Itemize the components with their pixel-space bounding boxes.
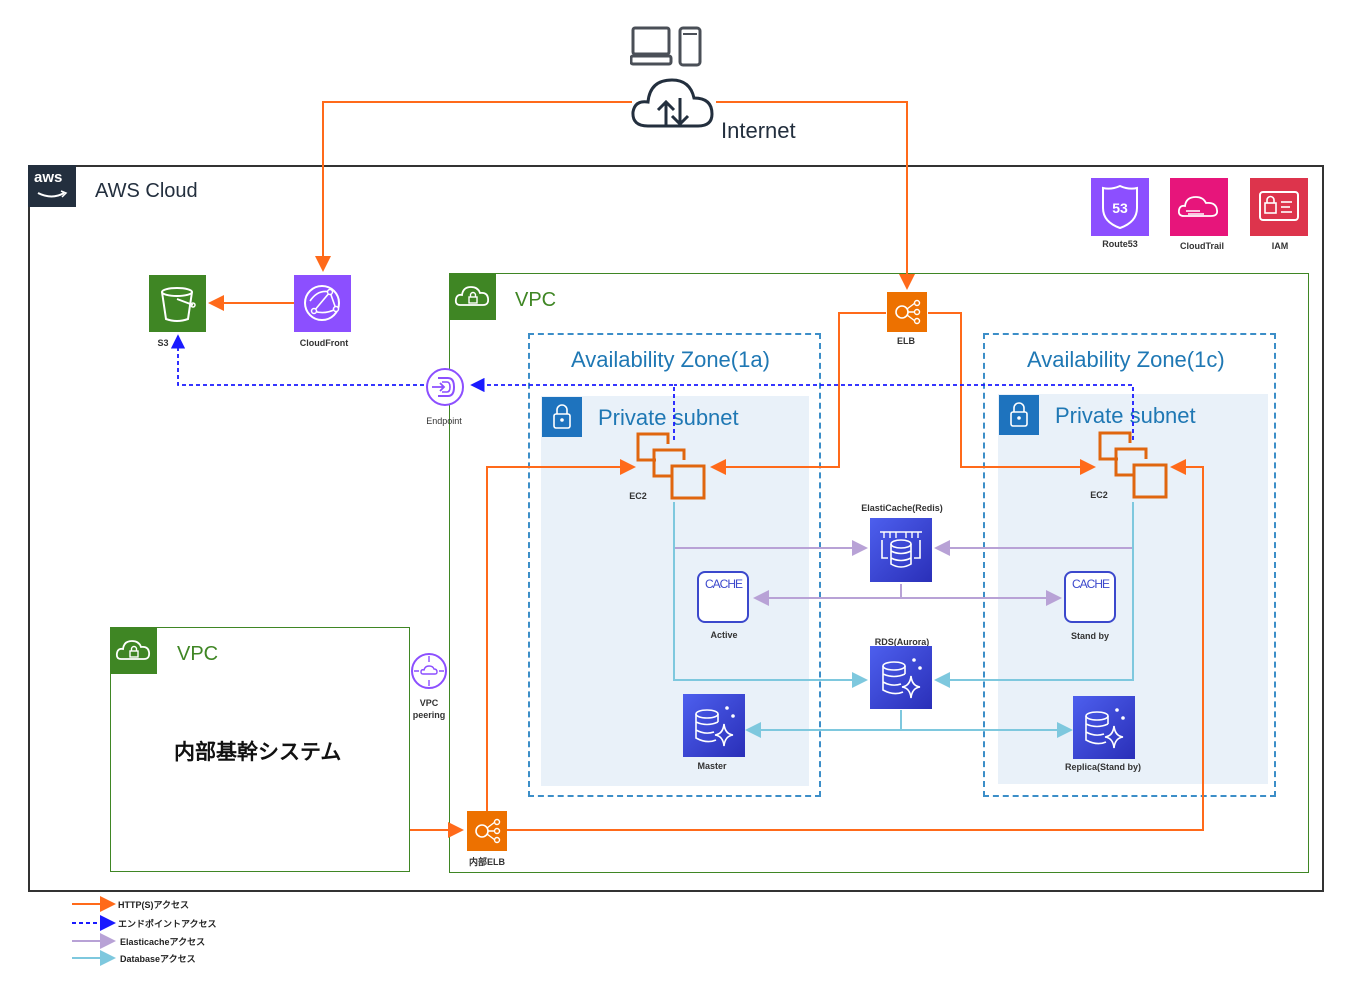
load-balancer-icon (475, 818, 501, 844)
cloudtrail-icon (1177, 196, 1219, 217)
legend-endpoint: エンドポイントアクセス (118, 919, 217, 929)
load-balancer-icon (895, 299, 921, 325)
internal-elb-label: 内部ELB (468, 857, 506, 867)
elasticache-label: ElastiCache(Redis) (861, 503, 943, 513)
aws-cloud-group (28, 165, 1324, 892)
aurora-icon (1085, 708, 1125, 749)
vpc-main-title: VPC (515, 289, 557, 311)
ec2-instances-1c-icon[interactable] (1098, 431, 1172, 501)
elb-label: ELB (897, 336, 915, 346)
subnet-1a-title: Private subnet (598, 405, 739, 430)
iam-service[interactable] (1250, 178, 1308, 236)
ec2-instances-1a-icon[interactable] (636, 432, 710, 502)
vpc-peering-label-line1: VPC (419, 698, 439, 708)
cache-text: CACHE (1072, 577, 1110, 591)
ec2-1a-label: EC2 (629, 491, 647, 501)
vpc-internal-group (110, 627, 410, 872)
vpc-internal-tag (111, 628, 157, 674)
s3-service[interactable] (149, 275, 206, 332)
aurora-icon (882, 658, 922, 699)
rds-master-label: Master (697, 761, 727, 771)
ec2-1c-label: EC2 (1090, 490, 1108, 500)
cache-active-label: Active (710, 630, 738, 640)
route53-label: Route53 (1102, 239, 1138, 249)
elasticache-icon (880, 531, 922, 568)
vpc-cloud-lock-icon (115, 640, 151, 660)
az-1c-title: Availability Zone(1c) (1027, 347, 1225, 372)
cache-node-active[interactable]: CACHE (697, 571, 749, 623)
rds-aurora-service[interactable] (870, 646, 932, 709)
aws-cloud-title: AWS Cloud (95, 180, 198, 202)
vpc-endpoint-icon[interactable] (424, 366, 466, 408)
svg-text:53: 53 (1112, 200, 1128, 216)
legend-database: Databaseアクセス (120, 954, 196, 964)
vpc-peering-label-line2: peering (412, 710, 446, 720)
vpc-cloud-lock-icon (454, 286, 490, 306)
internal-elb-service[interactable] (467, 811, 507, 851)
cache-standby-label: Stand by (1070, 631, 1110, 641)
s3-label: S3 (157, 338, 169, 348)
az-1a-title: Availability Zone(1a) (571, 347, 770, 372)
aws-logo: aws (28, 165, 76, 207)
cloudtrail-label: CloudTrail (1179, 241, 1225, 251)
cloudfront-label: CloudFront (299, 338, 349, 348)
internet-label: Internet (721, 118, 796, 143)
cache-text: CACHE (705, 577, 743, 591)
cloudfront-service[interactable] (294, 275, 351, 332)
legend-http: HTTP(S)アクセス (118, 900, 190, 910)
cache-node-standby[interactable]: CACHE (1064, 571, 1116, 623)
s3-bucket-icon (161, 287, 196, 322)
aws-logo-text: aws (34, 169, 63, 186)
vpc-main-tag (450, 274, 496, 320)
rds-label: RDS(Aurora) (874, 637, 930, 647)
iam-icon (1259, 191, 1299, 221)
legend-elasticache: Elasticacheアクセス (120, 937, 206, 947)
route53-service[interactable]: 53 (1091, 178, 1149, 236)
vpc-peering-label: VPC peering (413, 697, 446, 721)
laptop-and-mobile-icon (630, 26, 702, 67)
subnet-lock-tag-1c (999, 395, 1039, 435)
elb-service[interactable] (887, 292, 927, 332)
vpc-peering-icon[interactable] (410, 652, 448, 690)
aws-smile-icon (37, 190, 68, 198)
internal-system-label: 内部基幹システム (174, 741, 342, 764)
endpoint-label: Endpoint (426, 416, 462, 426)
cloudfront-icon (304, 285, 340, 321)
aurora-icon (695, 706, 735, 747)
lock-icon (553, 404, 571, 429)
elasticache-service[interactable] (870, 518, 932, 582)
subnet-lock-tag-1a (542, 397, 582, 437)
iam-label: IAM (1271, 241, 1289, 251)
internet-cloud-icon (631, 78, 714, 128)
route53-icon: 53 (1102, 184, 1138, 230)
vpc-internal-title: VPC (177, 643, 219, 665)
rds-replica-label: Replica(Stand by) (1064, 762, 1142, 772)
lock-icon (1010, 402, 1028, 427)
cloudtrail-service[interactable] (1170, 178, 1228, 236)
rds-replica-instance[interactable] (1073, 696, 1135, 759)
rds-master-instance[interactable] (683, 694, 745, 757)
subnet-1c-title: Private subnet (1055, 403, 1196, 428)
